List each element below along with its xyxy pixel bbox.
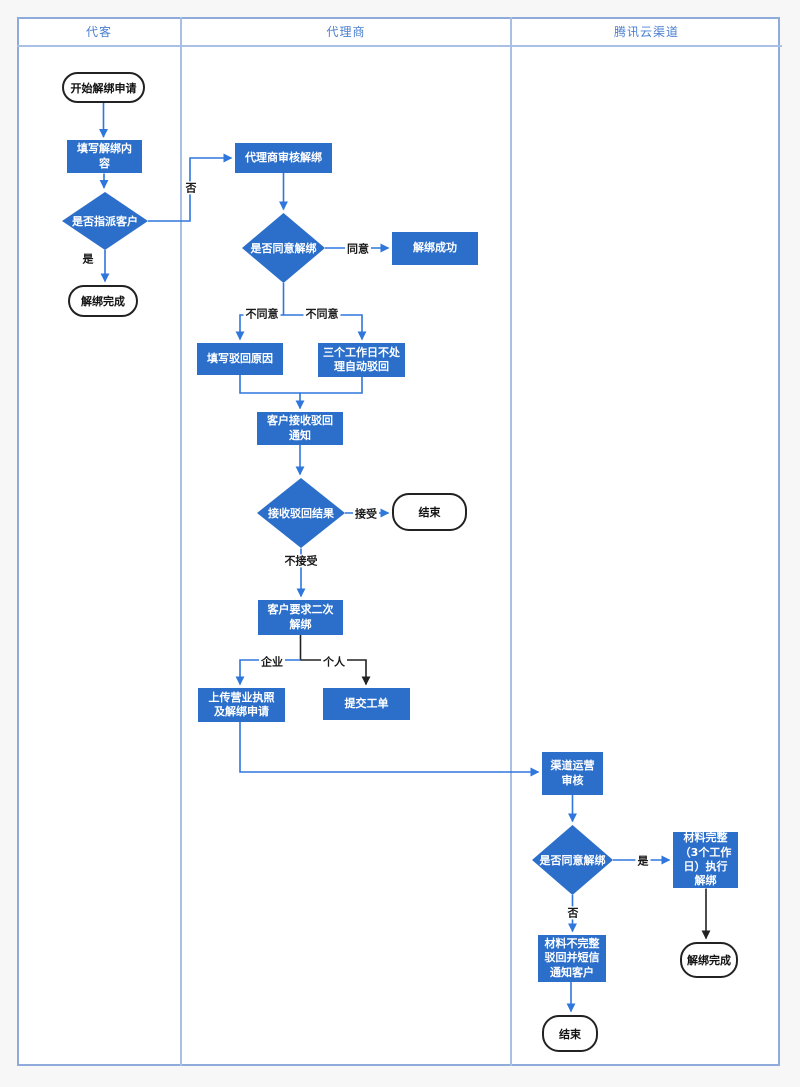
node-unbind-complete-customer: 解绑完成 [68, 285, 138, 317]
edge-label-accept: 接受 [353, 507, 379, 521]
lane-divider-1 [180, 17, 182, 1066]
header-separator [17, 45, 782, 47]
node-end-agent: 结束 [392, 493, 467, 531]
edge-label-agree: 同意 [345, 242, 371, 256]
lane-header-agent: 代理商 [326, 24, 366, 39]
node-material-incomplete-notify: 材料不完整 驳回并短信 通知客户 [538, 935, 606, 982]
node-customer-second-unbind: 客户要求二次 解绑 [258, 600, 343, 635]
edge-label-yes: 是 [80, 252, 96, 266]
lane-header-customer: 代客 [85, 24, 112, 39]
node-unbind-complete-channel: 解绑完成 [680, 942, 738, 978]
node-upload-license-and-request: 上传营业执照 及解绑申请 [198, 688, 285, 722]
node-customer-receive-reject-notice: 客户接收驳回 通知 [257, 412, 343, 445]
edge-label-disagree-right: 不同意 [303, 307, 341, 321]
edge-label-channel-no: 否 [565, 906, 581, 920]
node-start-unbind-request: 开始解绑申请 [62, 72, 145, 103]
diagram-frame [17, 17, 780, 1066]
node-fill-reject-reason: 填写驳回原因 [197, 343, 283, 375]
edge-label-no: 否 [183, 181, 199, 195]
edge-label-channel-yes: 是 [635, 854, 651, 868]
edge-label-enterprise: 企业 [259, 655, 285, 669]
edge-label-not-accept: 不接受 [282, 554, 320, 568]
node-material-complete-execute: 材料完整 （3个工作 日）执行 解绑 [673, 831, 738, 888]
lane-header-tencent-channel: 腾讯云渠道 [613, 24, 679, 39]
node-fill-unbind-content: 填写解绑内 容 [67, 140, 142, 173]
node-auto-reject-3-workdays: 三个工作日不处 理自动驳回 [318, 343, 405, 377]
edge-label-personal: 个人 [321, 655, 347, 669]
edge-label-disagree-left: 不同意 [243, 307, 281, 321]
node-unbind-success: 解绑成功 [392, 232, 478, 265]
lane-divider-2 [510, 17, 512, 1066]
node-agent-review-unbind: 代理商审核解绑 [235, 143, 332, 173]
node-channel-ops-review: 渠道运营 审核 [542, 752, 603, 795]
node-submit-ticket: 提交工单 [323, 688, 410, 720]
node-end-channel: 结束 [542, 1015, 598, 1052]
